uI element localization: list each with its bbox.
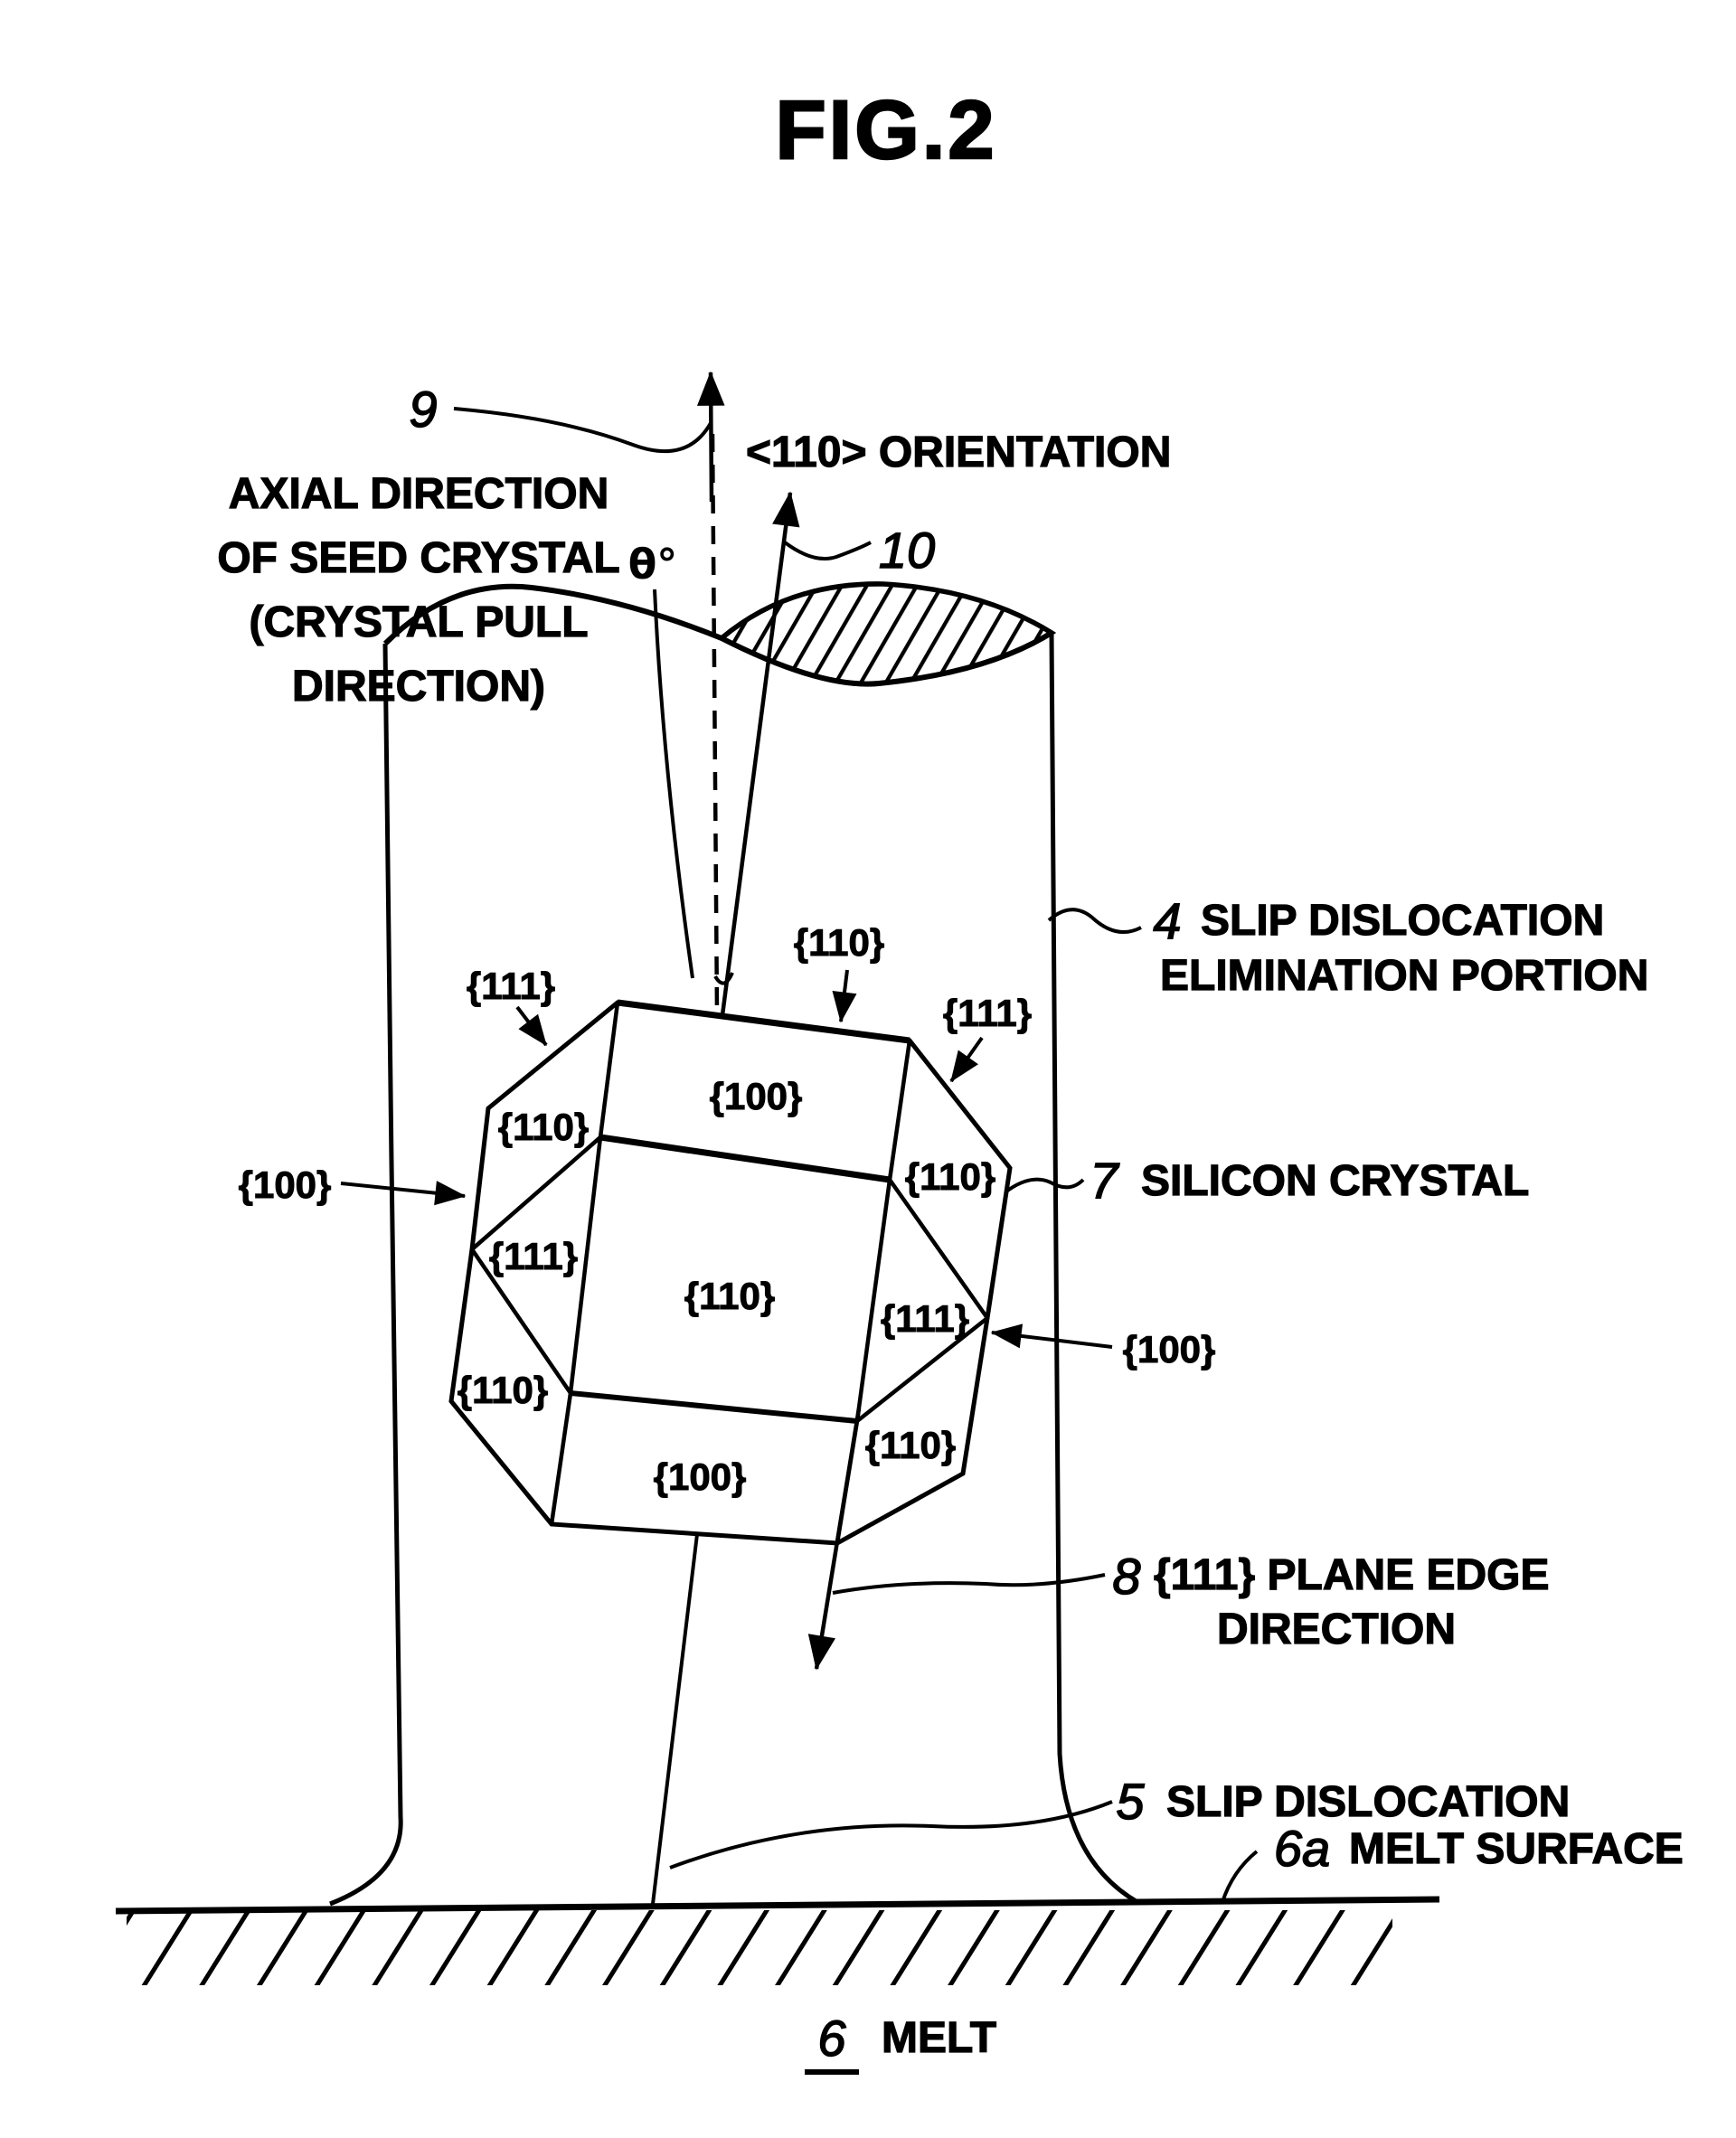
melt-surface-line (115, 1896, 1440, 1915)
ref-6a-label: MELT SURFACE (1349, 1825, 1684, 1873)
axial-label-line1: AXIAL DIRECTION (229, 470, 609, 518)
cylinder-left-edge (329, 643, 403, 1907)
plane-label-110-ne-face: {110} (905, 1155, 995, 1198)
ref-10-numeral: 10 (879, 522, 935, 579)
plane-label-110-top: {110} (794, 921, 884, 964)
crystal-edge-HI (570, 1390, 858, 1424)
arrow-100-right (990, 1323, 1113, 1349)
text-labels: 9 AXIAL DIRECTION OF SEED CRYSTAL (CRYST… (217, 380, 1684, 2075)
axial-label-line3: (CRYSTAL PULL (249, 598, 588, 646)
ref-9-numeral: 9 (409, 381, 437, 438)
crystal-edge-DE (599, 1134, 891, 1183)
leader-ref8 (832, 1573, 1106, 1595)
ingot-cylinder (329, 581, 1139, 1907)
orientation-110-label: <110> ORIENTATION (746, 429, 1171, 476)
arrow-100-left (340, 1181, 467, 1206)
leader-ref6a (1221, 1850, 1259, 1903)
leader-lines (453, 407, 1259, 1903)
crystal-edge-EI (854, 1179, 892, 1422)
faceted-crystal (448, 999, 1013, 1546)
ref-8-numeral: 8 (1112, 1548, 1140, 1605)
slip-dislocation-line (651, 1533, 699, 1905)
cut-top-face-hatched (717, 581, 1057, 687)
ref-6-numeral: 6 (817, 2010, 846, 2067)
ref-5-numeral: 5 (1116, 1773, 1145, 1830)
leader-ref9 (453, 407, 712, 454)
leader-theta (653, 589, 694, 979)
arrow-110-top (832, 969, 857, 1023)
crystal-edge-DF (470, 1135, 602, 1251)
plane-label-100-left: {100} (239, 1163, 332, 1206)
melt (115, 1896, 1440, 1985)
melt-hatching (127, 1910, 1392, 1985)
crystal-edge-DH (568, 1136, 603, 1394)
plane-label-100-top-face: {100} (710, 1075, 803, 1117)
crystal-edge-BE (887, 1040, 912, 1181)
leader-ref10 (783, 541, 872, 560)
crystal-edge-EK (888, 1178, 989, 1320)
plane-label-111-e-face: {111} (881, 1297, 969, 1340)
crystal-edge-IK (855, 1316, 989, 1423)
cylinder-right-edge (1049, 633, 1139, 1905)
crystal-edge-AD (598, 1002, 620, 1138)
leader-ref7 (1005, 1177, 1085, 1193)
ref-8-line2: DIRECTION (1217, 1606, 1456, 1653)
ref-4-line2: ELIMINATION PORTION (1160, 952, 1648, 1000)
pointer-arrows (340, 969, 1113, 1349)
plane-label-100-right: {100} (1123, 1328, 1216, 1370)
arrow-111-nw (515, 1005, 548, 1047)
ref-4-numeral: 4 (1153, 892, 1181, 949)
plane-label-110-se-face: {110} (865, 1424, 956, 1466)
ref-6-label: MELT (882, 2014, 996, 2062)
theta-label: θ° (628, 540, 678, 589)
ref-4-line1: SLIP DISLOCATION (1201, 897, 1604, 945)
crystal-edge-FH (470, 1248, 572, 1395)
ref-7-numeral: 7 (1090, 1152, 1119, 1209)
seed-axis-arrow (696, 371, 725, 503)
plane-label-100-bottom-face: {100} (654, 1455, 747, 1498)
axial-label-line4: DIRECTION) (292, 663, 545, 711)
ref-8-line1: {111} PLANE EDGE (1154, 1551, 1550, 1599)
ref-5-label: SLIP DISLOCATION (1166, 1778, 1570, 1826)
plane-label-110-nw-face: {110} (498, 1106, 589, 1148)
ref-6a-numeral: 6a (1274, 1820, 1330, 1877)
figure-title: FIG.2 (775, 84, 996, 176)
plane-label-111-ne: {111} (943, 992, 1032, 1034)
leader-ref5 (669, 1800, 1113, 1870)
arrow-111-ne (949, 1036, 984, 1083)
ref-7-label: SILICON CRYSTAL (1141, 1157, 1529, 1205)
leader-ref4 (1047, 908, 1142, 935)
crystal-edge-HL (549, 1392, 573, 1525)
crystal-edge-top (617, 999, 910, 1044)
theta-angle-arc (713, 972, 734, 985)
crystal-edge-IM (835, 1420, 860, 1544)
plane-label-111-nw: {111} (467, 965, 555, 1007)
plane-label-110-sw-face: {110} (458, 1369, 548, 1411)
plane-label-110-center-face: {110} (684, 1275, 775, 1317)
plane-label-111-w-face: {111} (489, 1235, 578, 1277)
seed-axis-dashed-line (710, 433, 720, 1015)
crystal-plane-labels: {111} {110} {111} {100} {110} {110} {111… (238, 921, 1216, 1499)
orientation-110-arrow (720, 491, 800, 1016)
axial-label-line2: OF SEED CRYSTAL (217, 534, 619, 582)
